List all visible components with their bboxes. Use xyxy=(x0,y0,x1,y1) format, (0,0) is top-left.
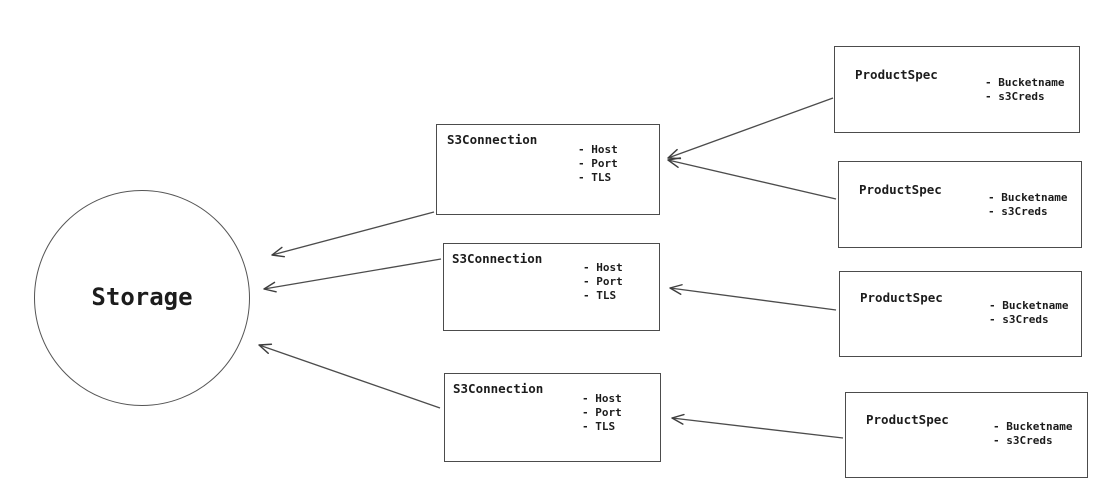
attr-item: - Host xyxy=(578,143,618,156)
edge-spec3-to-conn2 xyxy=(669,284,837,311)
storage-label: Storage xyxy=(91,283,193,311)
edge-conn3-to-storage xyxy=(258,343,441,409)
attr-item: - TLS xyxy=(583,289,617,302)
s3connection-attrs-2: - Host - Port - TLS xyxy=(583,261,623,303)
edge-spec2-to-conn1 xyxy=(667,157,837,200)
productspec-box-3[interactable] xyxy=(839,271,1082,357)
productspec-box-2[interactable] xyxy=(838,161,1082,248)
attr-item: - Port xyxy=(578,157,618,170)
attr-item: - s3Creds xyxy=(985,90,1045,103)
s3connection-title-2: S3Connection xyxy=(452,251,543,266)
edge-spec1-to-conn1 xyxy=(667,97,834,160)
attr-item: - TLS xyxy=(582,420,616,433)
productspec-title-3: ProductSpec xyxy=(860,290,943,305)
attr-item: - s3Creds xyxy=(993,434,1053,447)
attr-item: - s3Creds xyxy=(989,313,1049,326)
s3connection-attrs-3: - Host - Port - TLS xyxy=(582,392,622,434)
productspec-box-4[interactable] xyxy=(845,392,1088,478)
attr-item: - Bucketname xyxy=(993,420,1073,433)
s3connection-box-1[interactable] xyxy=(436,124,660,215)
s3connection-box-2[interactable] xyxy=(443,243,660,331)
s3connection-title-1: S3Connection xyxy=(447,132,538,147)
productspec-title-4: ProductSpec xyxy=(866,412,949,427)
edge-conn2-to-storage xyxy=(263,258,442,293)
productspec-title-1: ProductSpec xyxy=(855,67,938,82)
productspec-box-1[interactable] xyxy=(834,46,1080,133)
productspec-title-2: ProductSpec xyxy=(859,182,942,197)
attr-item: - Bucketname xyxy=(985,76,1065,89)
s3connection-box-3[interactable] xyxy=(444,373,661,462)
attr-item: - Host xyxy=(582,392,622,405)
productspec-attrs-1: - Bucketname - s3Creds xyxy=(985,76,1064,104)
productspec-attrs-3: - Bucketname - s3Creds xyxy=(989,299,1068,327)
attr-item: - Bucketname xyxy=(988,191,1068,204)
attr-item: - Host xyxy=(583,261,623,274)
edge-spec4-to-conn3 xyxy=(671,413,844,439)
attr-item: - Port xyxy=(583,275,623,288)
s3connection-title-3: S3Connection xyxy=(453,381,544,396)
attr-item: - s3Creds xyxy=(988,205,1048,218)
attr-item: - TLS xyxy=(578,171,612,184)
s3connection-attrs-1: - Host - Port - TLS xyxy=(578,143,618,185)
attr-item: - Port xyxy=(582,406,622,419)
productspec-attrs-2: - Bucketname - s3Creds xyxy=(988,191,1067,219)
storage-node[interactable] xyxy=(34,190,250,406)
productspec-attrs-4: - Bucketname - s3Creds xyxy=(993,420,1072,448)
attr-item: - Bucketname xyxy=(989,299,1069,312)
edge-conn1-to-storage xyxy=(271,211,435,258)
